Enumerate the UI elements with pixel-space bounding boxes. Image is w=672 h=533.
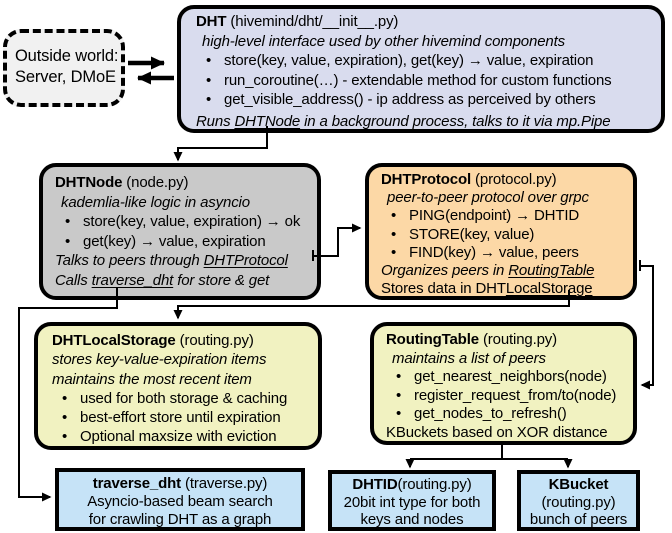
- dhtid-box: DHTID(routing.py) 20bit int type for bot…: [328, 470, 496, 531]
- dhtlocalstorage-title: DHTLocalStorage (routing.py): [52, 332, 254, 349]
- dhtlocalstorage-bullet: Optional maxsize with eviction: [52, 427, 316, 446]
- outside-world-line2: Server, DMoE: [15, 68, 116, 86]
- routingtable-box: RoutingTable (routing.py) maintains a li…: [370, 322, 637, 445]
- kbucket-file: (routing.py): [541, 493, 616, 511]
- dhtnode-protocol-ref: Talks to peers through DHTProtocol: [55, 252, 288, 269]
- routingtable-title: RoutingTable (routing.py): [386, 331, 558, 348]
- traverse-dht-line2: Asyncio-based beam search: [87, 492, 273, 510]
- dht-box: DHT (hivemind/dht/__init__.py) high-leve…: [177, 5, 665, 133]
- dhtprotocol-bullet: FIND(key) → value, peers: [381, 244, 631, 262]
- dhtprotocol-routing-ref: Organizes peers in RoutingTable: [381, 262, 595, 280]
- dht-bullet: get_visible_address() - ip address as pe…: [196, 90, 655, 110]
- dhtprotocol-box: DHTProtocol (protocol.py) peer-to-peer p…: [365, 163, 637, 300]
- dhtprotocol-bullet: STORE(key, value): [381, 226, 631, 244]
- dhtprotocol-bullet: PING(endpoint) → DHTID: [381, 207, 631, 225]
- routingtable-tagline: maintains a list of peers: [392, 349, 546, 367]
- routingtable-bullet: get_nodes_to_refresh(): [386, 405, 631, 424]
- outside-world-line1: Outside world:: [15, 47, 119, 65]
- routingtable-bullet: get_nearest_neighbors(node): [386, 368, 631, 387]
- arrow-dhtprotocol-to-routingtable: [640, 265, 654, 390]
- routingtable-bullet: register_request_from/to(node): [386, 387, 631, 406]
- dht-footer: Runs DHTNode in a background process, ta…: [196, 112, 611, 130]
- dhtnode-bullet: store(key, value, expiration) → ok: [55, 212, 315, 232]
- outside-world-box: Outside world: Server, DMoE: [3, 29, 125, 107]
- kbucket-line3: bunch of peers: [529, 511, 628, 528]
- dht-bullet: run_coroutine(…) - extendable method for…: [196, 71, 655, 91]
- dhtnode-traverse-ref: Calls traverse_dht for store & get: [55, 271, 270, 289]
- dht-title: DHT (hivemind/dht/__init__.py): [196, 13, 399, 30]
- dhtid-line3: keys and nodes: [360, 511, 464, 528]
- traverse-dht-title: traverse_dht (traverse.py): [92, 475, 268, 492]
- dhtlocalstorage-bullet: used for both storage & caching: [52, 389, 316, 409]
- dhtprotocol-storage-ref: Stores data in DHTLocalStorage: [381, 280, 593, 298]
- dhtlocalstorage-tagline2: maintains the most recent item: [52, 370, 252, 388]
- dhtid-title: DHTID(routing.py): [352, 476, 472, 493]
- dhtnode-bullet: get(key) → value, expiration: [55, 232, 315, 252]
- dhtprotocol-tagline: peer-to-peer protocol over grpc: [387, 189, 589, 207]
- dhtlocalstorage-bullet: best-effort store until expiration: [52, 408, 316, 428]
- dhtlocalstorage-box: DHTLocalStorage (routing.py) stores key-…: [34, 322, 322, 450]
- dhtprotocol-title: DHTProtocol (protocol.py): [381, 171, 557, 188]
- dhtnode-box: DHTNode (node.py) kademlia-like logic in…: [39, 163, 321, 300]
- traverse-dht-box: traverse_dht (traverse.py) Asyncio-based…: [55, 468, 305, 531]
- routingtable-footer: KBuckets based on XOR distance: [386, 423, 608, 441]
- kbucket-title: KBucket: [548, 476, 609, 493]
- kbucket-box: KBucket (routing.py) bunch of peers: [517, 470, 640, 531]
- dhtnode-tagline: kademlia-like logic in asyncio: [61, 193, 250, 211]
- dhtlocalstorage-tagline1: stores key-value-expiration items: [52, 351, 267, 369]
- dhtnode-title: DHTNode (node.py): [55, 174, 189, 191]
- dhtid-line2: 20bit int type for both: [343, 493, 481, 511]
- traverse-dht-line3: for crawling DHT as a graph: [88, 510, 272, 528]
- dht-tagline: high-level interface used by other hivem…: [202, 32, 565, 50]
- dht-bullet: store(key, value, expiration), get(key) …: [196, 51, 655, 71]
